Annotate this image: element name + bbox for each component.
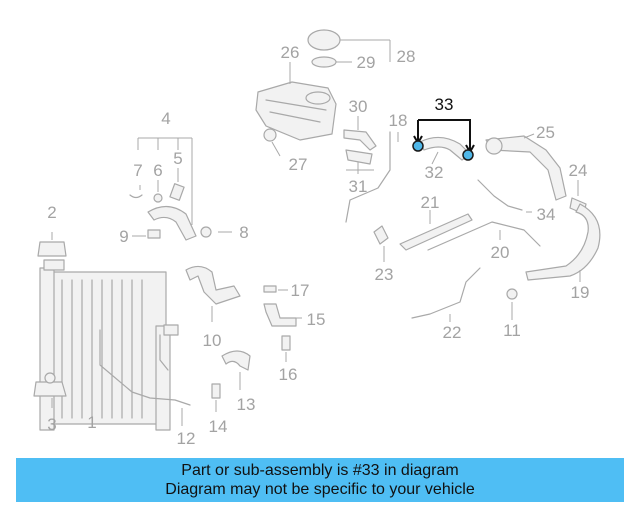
part-label-13: 13 xyxy=(237,395,256,414)
part-label-30: 30 xyxy=(349,97,368,116)
clamp-part xyxy=(506,288,518,300)
part-label-26: 26 xyxy=(281,43,300,62)
radiator-part xyxy=(39,259,179,431)
part-label-15: 15 xyxy=(307,310,326,329)
coolant-pipe-part xyxy=(399,213,473,251)
part-label-16: 16 xyxy=(279,365,298,384)
part-label-22: 22 xyxy=(443,323,462,342)
part-label-1: 1 xyxy=(87,413,96,432)
part-label-9: 9 xyxy=(119,227,128,246)
cap-part xyxy=(307,29,341,51)
part-label-20: 20 xyxy=(491,243,510,262)
coolant-pipe-part xyxy=(99,329,191,406)
part-label-19: 19 xyxy=(571,283,590,302)
clamp-part-33 xyxy=(462,149,474,161)
part-label-29: 29 xyxy=(357,53,376,72)
hose-part xyxy=(345,149,373,165)
part-label-24: 24 xyxy=(569,161,588,180)
caption-line-2: Diagram may not be specific to your vehi… xyxy=(165,481,475,498)
part-label-3: 3 xyxy=(47,415,56,434)
hose-part xyxy=(185,265,241,305)
leader-lines xyxy=(51,62,581,426)
part-33-leader xyxy=(417,119,471,152)
mount-part xyxy=(37,241,67,257)
part-label-4: 4 xyxy=(161,109,170,128)
part-label-6: 6 xyxy=(153,161,162,180)
caption-line-1: Part or sub-assembly is #33 in diagram xyxy=(181,462,459,479)
hose-part xyxy=(221,350,251,371)
hose-part xyxy=(343,129,377,151)
expansion-tank-part xyxy=(255,81,337,141)
part-label-21: 21 xyxy=(421,193,440,212)
part-label-18: 18 xyxy=(389,111,408,130)
clamp-part-33 xyxy=(412,140,424,152)
coolant-pipe-part xyxy=(427,221,541,251)
hose-part-32 xyxy=(419,136,471,161)
hose-part xyxy=(263,303,297,327)
bolt-part xyxy=(211,383,221,399)
part-label-32: 32 xyxy=(425,163,444,182)
part-label-7: 7 xyxy=(133,161,142,180)
parts-diagram: 1 2 3 4 5 6 7 8 9 10 11 12 13 14 15 16 1… xyxy=(33,29,601,448)
caption-banner: Part or sub-assembly is #33 in diagram D… xyxy=(16,458,624,502)
mount-part xyxy=(33,381,67,397)
coolant-pipe-part xyxy=(485,135,567,201)
coolant-pipe-part xyxy=(373,225,389,245)
part-label-5: 5 xyxy=(173,149,182,168)
bolt-part xyxy=(281,335,291,351)
part-label-27: 27 xyxy=(289,155,308,174)
part-label-34: 34 xyxy=(537,205,556,224)
part-label-17: 17 xyxy=(291,281,310,300)
part-label-23: 23 xyxy=(375,265,394,284)
bolt-part xyxy=(263,128,277,142)
part-label-25: 25 xyxy=(536,123,555,142)
clamp-group-part xyxy=(129,137,212,241)
part-label-11: 11 xyxy=(503,321,521,340)
bolt-part xyxy=(263,285,277,293)
coolant-pipe-part xyxy=(345,131,391,223)
part-label-14: 14 xyxy=(209,417,228,436)
coolant-pipe-part xyxy=(411,267,481,319)
part-label-2: 2 xyxy=(47,203,56,222)
hose-part xyxy=(525,203,601,281)
part-label-28: 28 xyxy=(397,47,416,66)
part-label-10: 10 xyxy=(203,331,222,350)
part-label-31: 31 xyxy=(349,177,368,196)
seal-part xyxy=(311,56,337,68)
part-label-33: 33 xyxy=(435,95,454,114)
part-label-12: 12 xyxy=(177,429,196,448)
coolant-pipe-part xyxy=(477,179,523,211)
part-label-8: 8 xyxy=(239,223,248,242)
